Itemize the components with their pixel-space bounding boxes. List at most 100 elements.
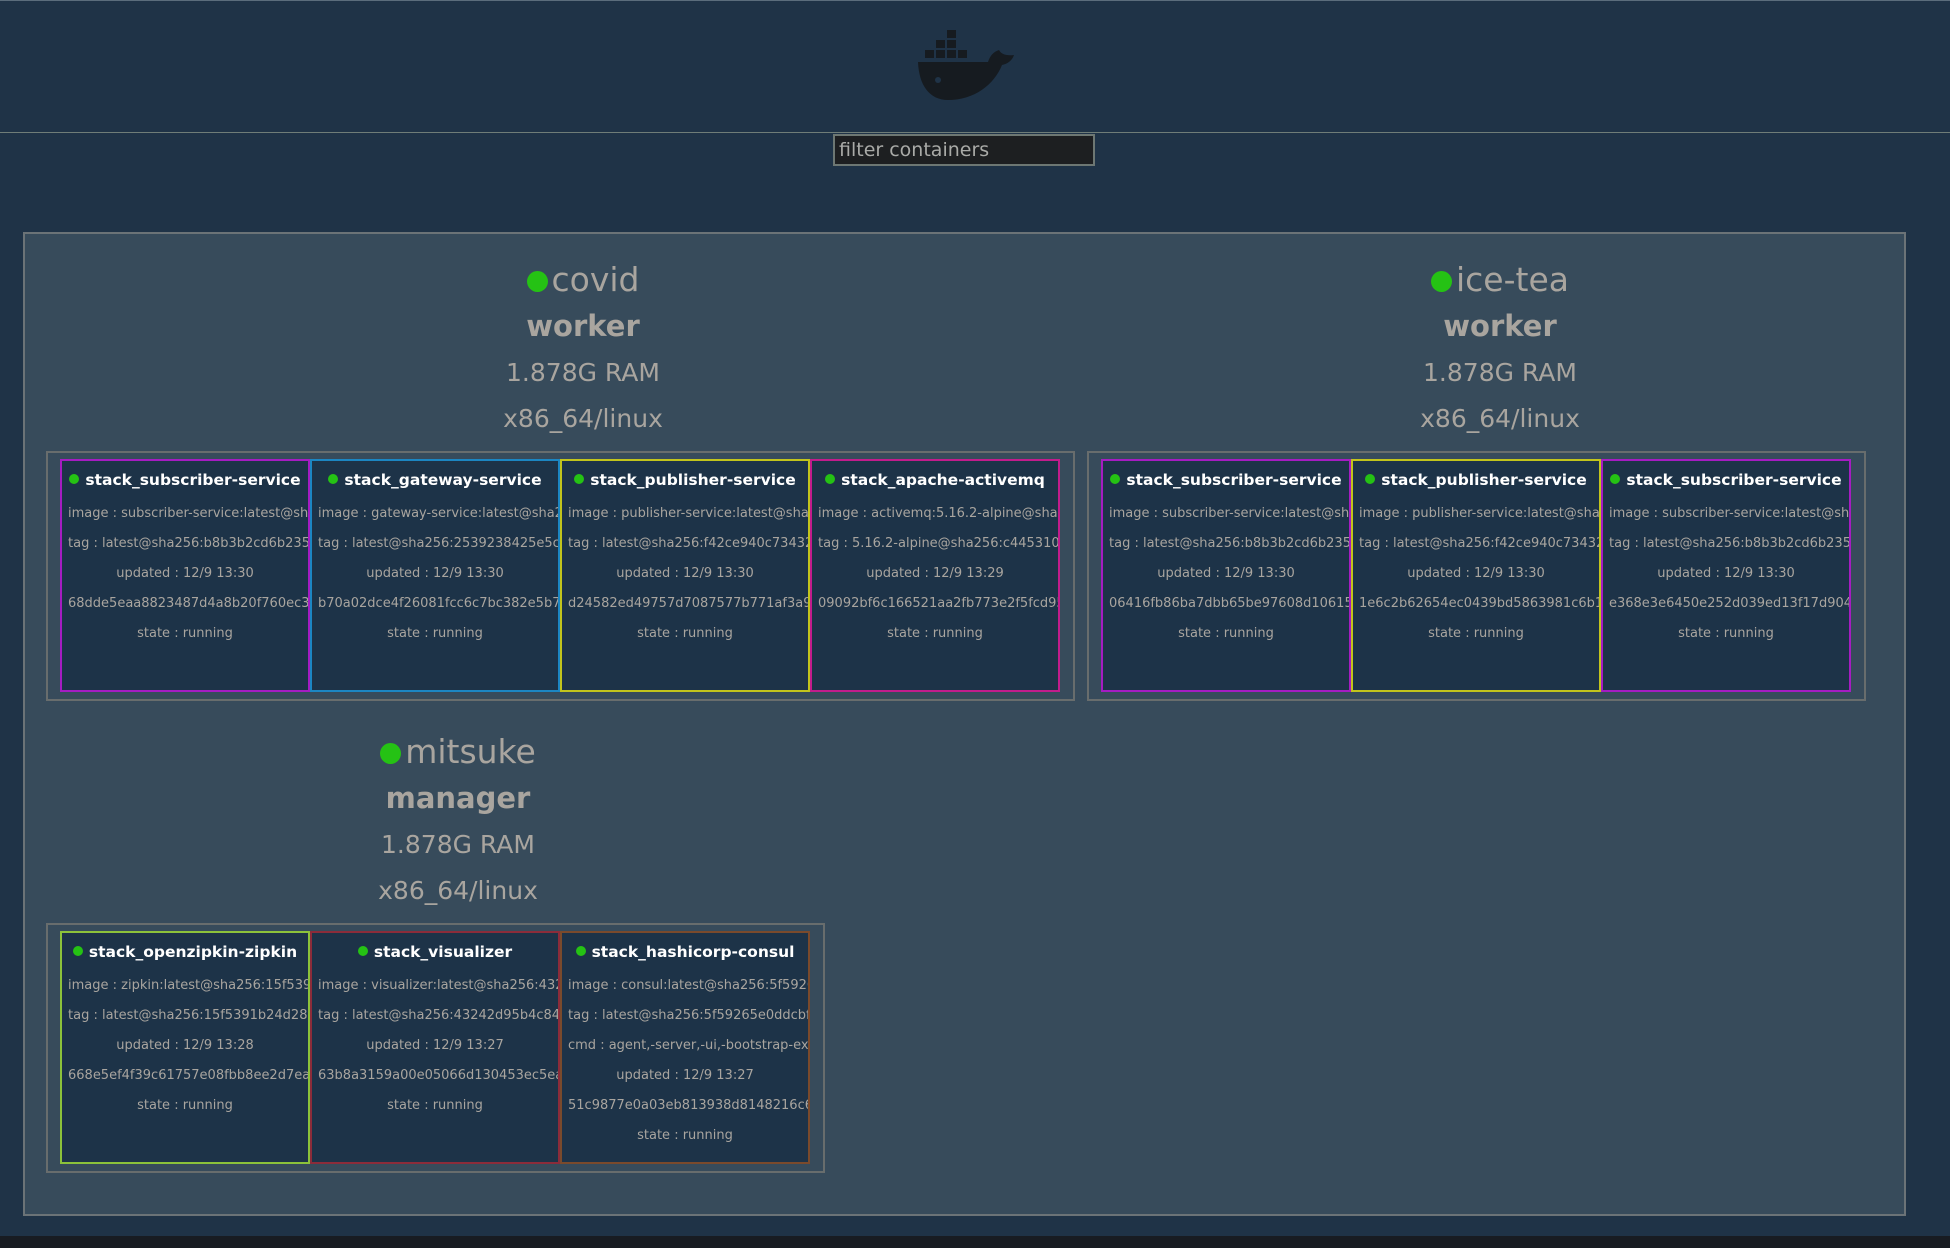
service-detail-line: 668e5ef4f39c61757e08fbb8ee2d7ead88c1 <box>68 1068 308 1083</box>
service-detail-line: e368e3e6450e252d039ed13f17d9044eb7 <box>1609 596 1849 611</box>
service-detail-line: updated : 12/9 13:29 <box>866 566 1004 581</box>
service-detail-line: state : running <box>1428 626 1524 641</box>
service-detail-line: updated : 12/9 13:30 <box>116 566 254 581</box>
service-status-dot <box>72 946 83 956</box>
service-detail-line: state : running <box>387 1098 483 1113</box>
service-title: stack_openzipkin-zipkin <box>62 933 308 971</box>
service-title: stack_hashicorp-consul <box>562 933 808 971</box>
service-title: stack_publisher-service <box>562 461 808 499</box>
service-detail-line: updated : 12/9 13:30 <box>366 566 504 581</box>
service-detail-line: updated : 12/9 13:30 <box>616 566 754 581</box>
service-name: stack_visualizer <box>373 943 513 961</box>
service-detail-line: state : running <box>1678 626 1774 641</box>
service-name: stack_publisher-service <box>1381 471 1587 489</box>
node-ram: 1.878G RAM <box>381 830 535 859</box>
service-detail-line: tag : latest@sha256:f42ce940c7343231c8aa <box>1359 536 1599 551</box>
service-status-dot <box>575 946 586 956</box>
service-detail-line: image : zipkin:latest@sha256:15f5391b24d… <box>68 978 308 993</box>
service-name: stack_subscriber-service <box>85 471 301 489</box>
service-status-dot <box>1610 474 1621 484</box>
service-detail-line: image : visualizer:latest@sha256:43242d9… <box>318 978 558 993</box>
service-detail-line: state : running <box>137 626 233 641</box>
service-detail-line: cmd : agent,-server,-ui,-bootstrap-expec… <box>568 1038 808 1053</box>
service-detail-line: b70a02dce4f26081fcc6c7bc382e5b7088e1 <box>318 596 558 611</box>
page-top-border <box>0 0 1950 1</box>
service-detail-line: updated : 12/9 13:28 <box>116 1038 254 1053</box>
service-detail-line: tag : 5.16.2-alpine@sha256:c445310150055 <box>818 536 1058 551</box>
service-detail-line: state : running <box>387 626 483 641</box>
node-status-dot <box>1431 271 1452 292</box>
service-detail-line: updated : 12/9 13:30 <box>1657 566 1795 581</box>
service-detail-line: image : subscriber-service:latest@sha256… <box>68 506 308 521</box>
service-status-dot <box>1110 474 1121 484</box>
service-title: stack_apache-activemq <box>812 461 1058 499</box>
service-detail-line: state : running <box>637 1128 733 1143</box>
node-status-dot <box>380 743 402 764</box>
node-arch: x86_64/linux <box>378 876 538 905</box>
service-title: stack_subscriber-service <box>62 461 308 499</box>
filter-containers-input[interactable] <box>833 134 1095 166</box>
service-detail-line: tag : latest@sha256:b8b3b2cd6b235b841e7a… <box>1609 536 1849 551</box>
node-arch: x86_64/linux <box>503 404 663 433</box>
service-status-dot <box>69 474 80 484</box>
service-detail-line: tag : latest@sha256:2539238425e5cfec8971 <box>318 536 558 551</box>
service-detail-line: tag : latest@sha256:b8b3b2cd6b235b841e7a… <box>1109 536 1349 551</box>
service-detail-line: 51c9877e0a03eb813938d8148216c635745 <box>568 1098 808 1113</box>
service-title: stack_publisher-service <box>1353 461 1599 499</box>
service-status-dot <box>574 474 585 484</box>
service-detail-line: tag : latest@sha256:b8b3b2cd6b235b841e7a… <box>68 536 308 551</box>
service-name: stack_openzipkin-zipkin <box>88 943 298 961</box>
node-role: worker <box>1443 309 1557 343</box>
service-name: stack_hashicorp-consul <box>591 943 795 961</box>
node-header-ice-tea: ice-tea worker 1.878G RAM x86_64/linux <box>1300 256 1700 442</box>
service-detail-line: updated : 12/9 13:30 <box>1157 566 1295 581</box>
service-status-dot <box>328 474 339 484</box>
service-detail-line: image : publisher-service:latest@sha256:… <box>1359 506 1599 521</box>
service-name: stack_subscriber-service <box>1126 471 1342 489</box>
service-detail-line: image : consul:latest@sha256:5f59265e0dd… <box>568 978 808 993</box>
service-title: stack_subscriber-service <box>1103 461 1349 499</box>
service-detail-line: 68dde5eaa8823487d4a8b20f760ec3f190c4d <box>68 596 308 611</box>
node-ram: 1.878G RAM <box>506 358 660 387</box>
swarm-nodes-panel: covid worker 1.878G RAM x86_64/linux sta… <box>23 232 1906 1216</box>
service-detail-line: image : subscriber-service:latest@sha256… <box>1109 506 1349 521</box>
service-detail-line: image : activemq:5.16.2-alpine@sha256:c4… <box>818 506 1058 521</box>
service-detail-line: state : running <box>137 1098 233 1113</box>
service-name: stack_apache-activemq <box>841 471 1045 489</box>
service-detail-line: tag : latest@sha256:15f5391b24d28567871 <box>68 1008 308 1023</box>
node-ram: 1.878G RAM <box>1423 358 1577 387</box>
service-name: stack_gateway-service <box>344 471 542 489</box>
service-detail-line: image : subscriber-service:latest@sha256… <box>1609 506 1849 521</box>
node-arch: x86_64/linux <box>1420 404 1580 433</box>
node-header-mitsuke: mitsuke manager 1.878G RAM x86_64/linux <box>258 728 658 914</box>
service-name: stack_publisher-service <box>590 471 796 489</box>
service-title: stack_subscriber-service <box>1603 461 1849 499</box>
node-role: manager <box>385 781 531 815</box>
bottom-bar <box>0 1236 1950 1248</box>
service-detail-line: tag : latest@sha256:5f59265e0ddcbfadee5 <box>568 1008 808 1023</box>
service-status-dot <box>1365 474 1376 484</box>
service-detail-line: tag : latest@sha256:f42ce940c7343231c8aa <box>568 536 808 551</box>
service-detail-line: tag : latest@sha256:43242d95b4c8453dab1 <box>318 1008 558 1023</box>
service-detail-line: state : running <box>637 626 733 641</box>
service-title: stack_visualizer <box>312 933 558 971</box>
service-detail-line: state : running <box>887 626 983 641</box>
service-detail-line: 63b8a3159a00e05066d130453ec5ea22588 <box>318 1068 558 1083</box>
service-detail-line: 06416fb86ba7dbb65be97608d1061595d3e <box>1109 596 1349 611</box>
service-detail-line: state : running <box>1178 626 1274 641</box>
service-detail-line: 1e6c2b62654ec0439bd5863981c6b186e2a <box>1359 596 1599 611</box>
node-status-dot <box>526 271 548 292</box>
node-name: mitsuke <box>405 732 536 771</box>
